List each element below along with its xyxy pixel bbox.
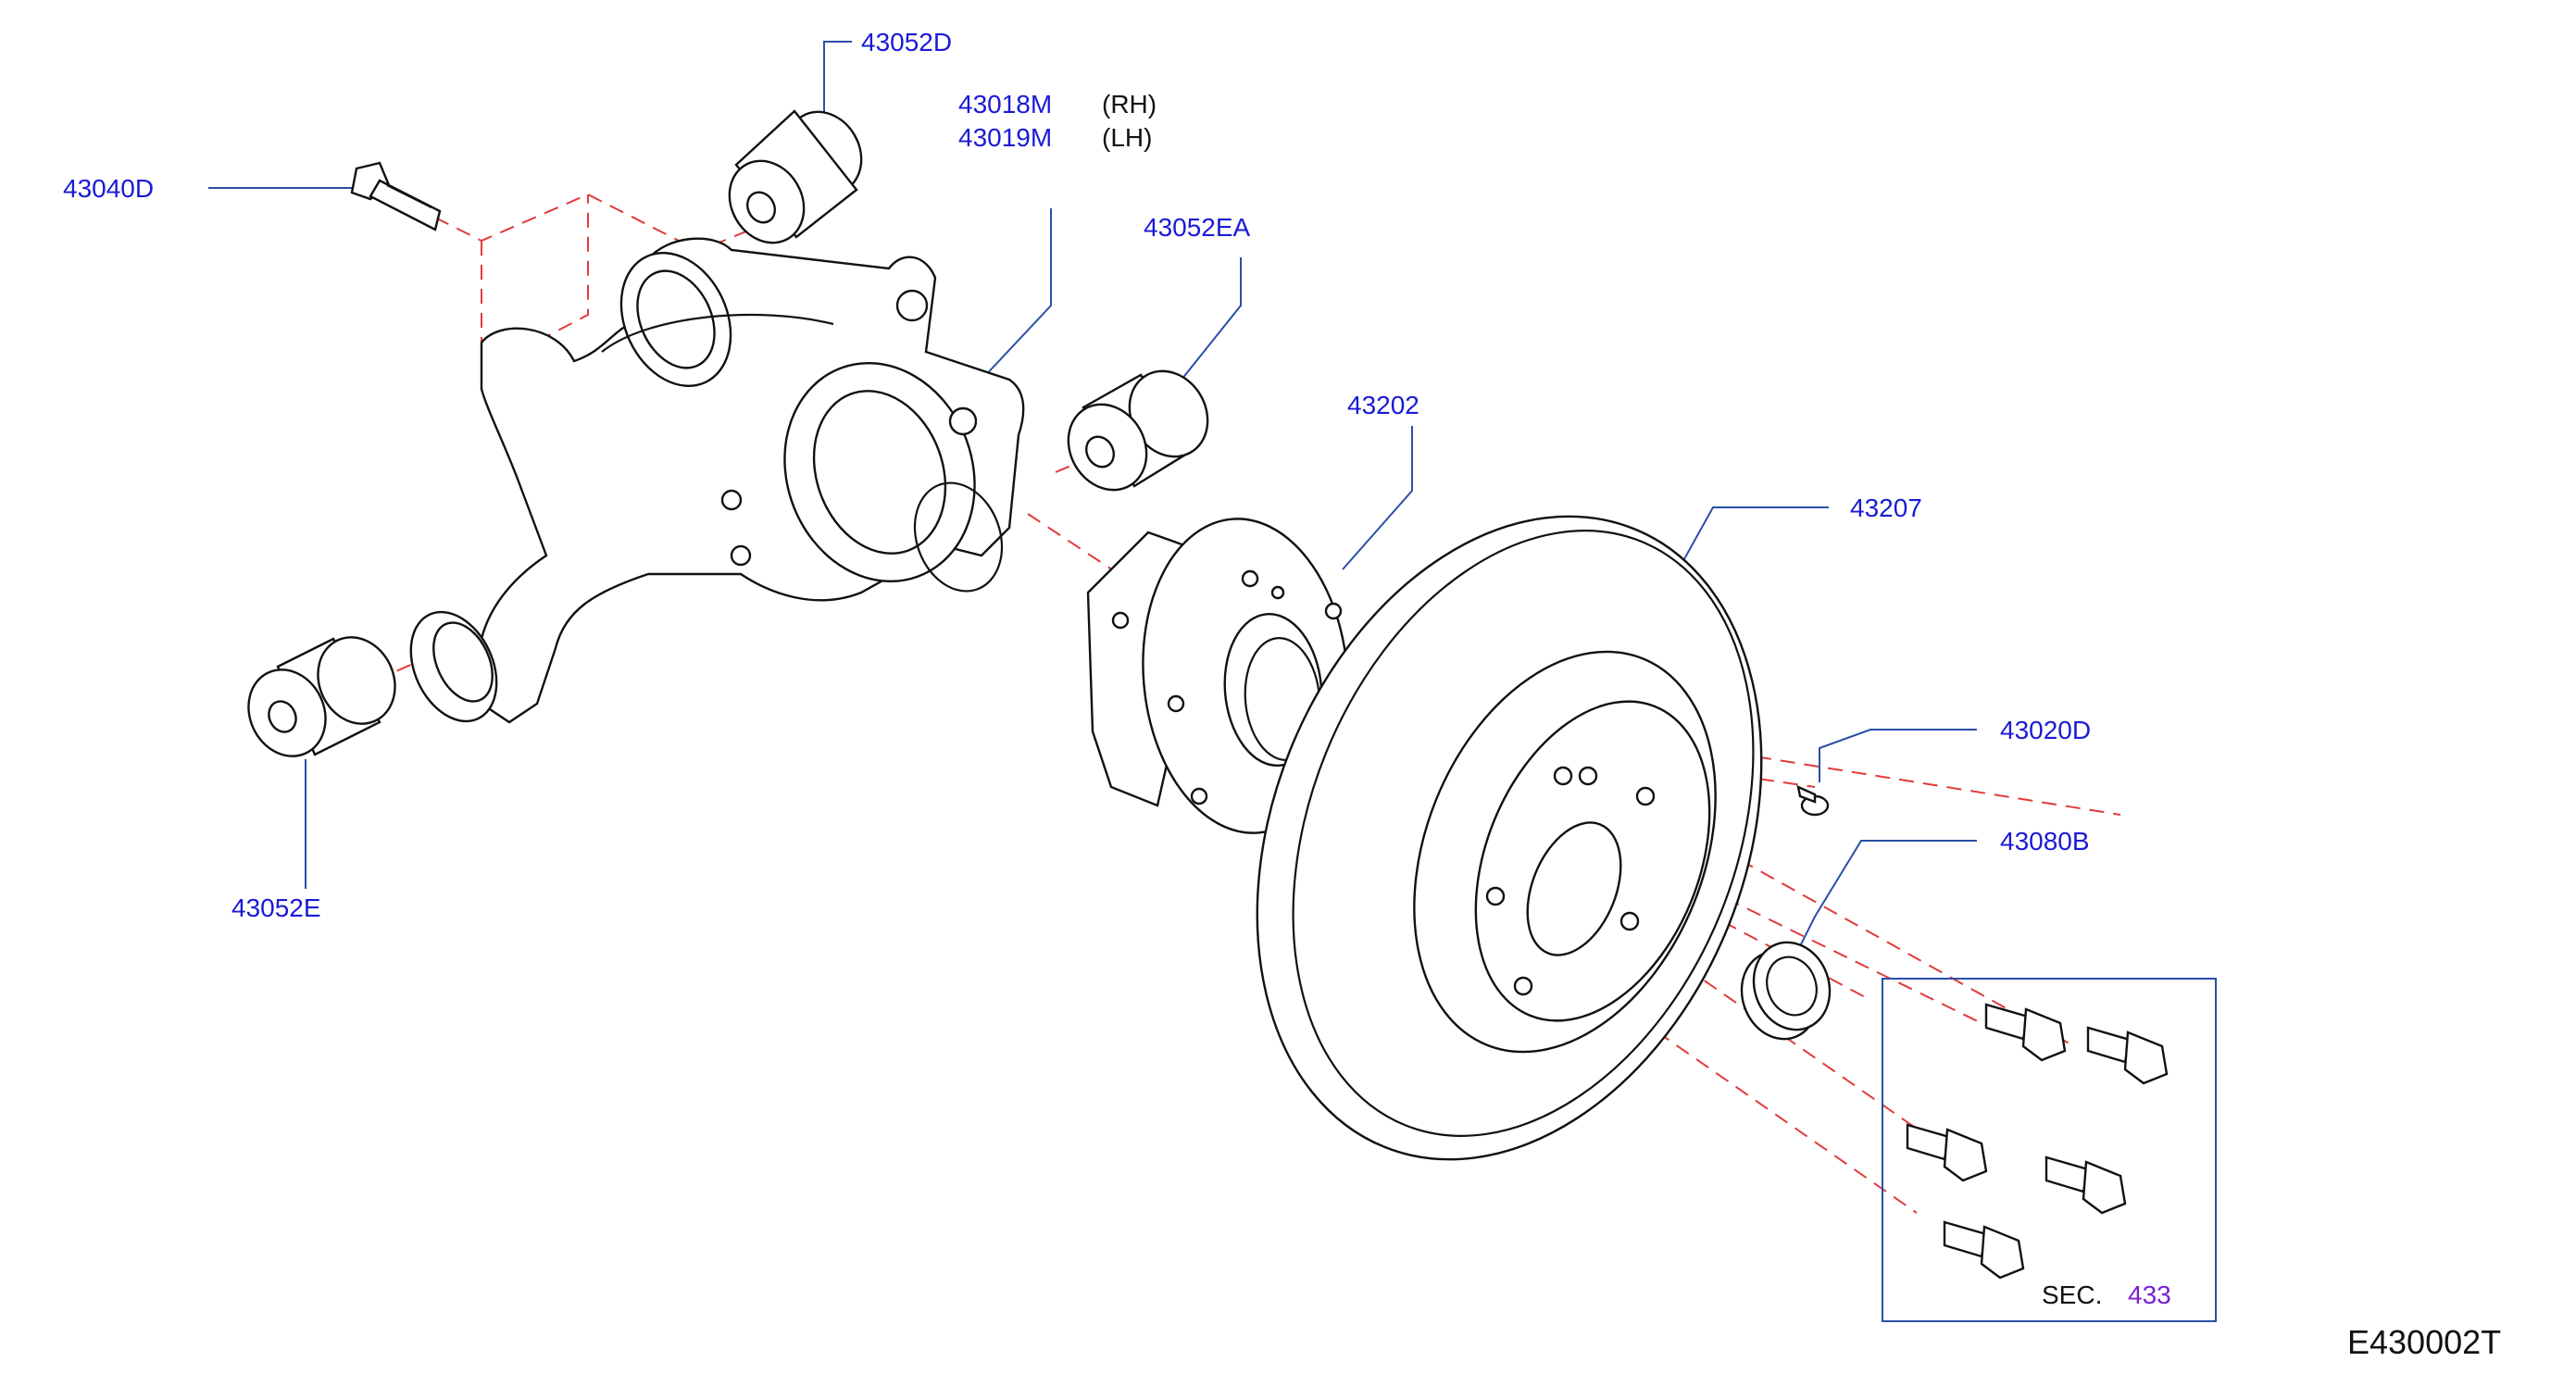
wheel-bolt-4 <box>2045 1155 2127 1215</box>
label-43020d: 43020D <box>2000 716 2091 744</box>
label-lh: (LH) <box>1102 123 1152 152</box>
label-43052d: 43052D <box>861 28 952 56</box>
wheel-bolt-2 <box>2086 1026 2169 1085</box>
wheel-bolt-1 <box>1984 1003 2067 1062</box>
label-sec: SEC. <box>2042 1280 2102 1309</box>
bushing-43052d-illustration <box>728 109 863 244</box>
bushing-43052ea-illustration <box>1067 369 1209 492</box>
sec-433-bolt-box <box>1882 978 2217 1322</box>
screw-43020d-illustration <box>1796 784 1830 817</box>
callout-labels: 43052D 43040D 43018M (RH) 43019M (LH) 43… <box>63 28 2501 1361</box>
wheel-bolt-3 <box>1906 1123 1988 1182</box>
label-43052e: 43052E <box>231 893 321 922</box>
label-43202: 43202 <box>1347 391 1419 419</box>
label-43052ea: 43052EA <box>1144 213 1251 242</box>
label-43019m: 43019M <box>958 123 1052 152</box>
wheel-bolts-illustration <box>1906 1003 2169 1280</box>
label-sec-number: 433 <box>2128 1280 2171 1309</box>
diagram-code: E430002T <box>2347 1323 2501 1361</box>
collar-43080b-illustration <box>1740 941 1832 1041</box>
label-43040d: 43040D <box>63 174 154 203</box>
bolt-43040d-illustration <box>350 161 442 231</box>
label-rh: (RH) <box>1102 90 1157 119</box>
wheel-bolt-5 <box>1943 1220 2025 1280</box>
leader-lines <box>208 41 2217 1322</box>
bushing-43052e-illustration <box>247 636 396 757</box>
rotor-43207-illustration <box>1256 515 1763 1161</box>
label-43080b: 43080B <box>2000 827 2090 856</box>
label-43018m: 43018M <box>958 90 1052 119</box>
label-43207: 43207 <box>1850 493 1922 522</box>
knuckle-illustration <box>409 237 1025 724</box>
